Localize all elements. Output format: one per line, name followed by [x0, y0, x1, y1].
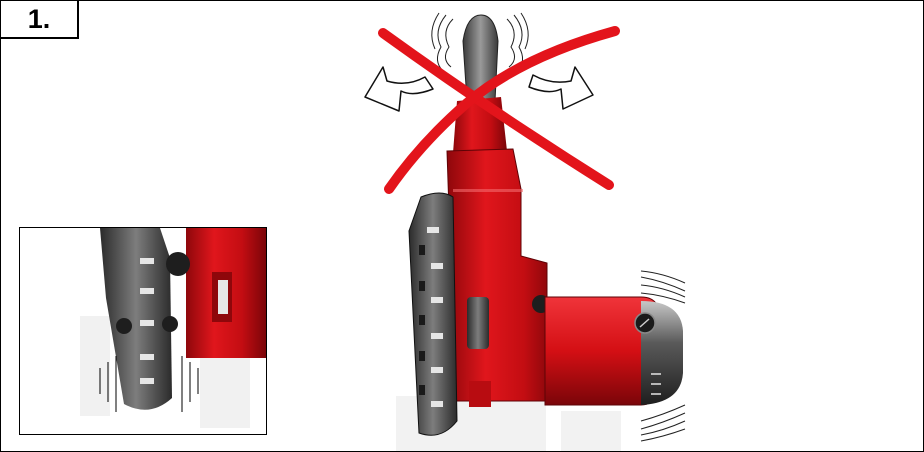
- curved-arrow-right-icon: [529, 67, 593, 109]
- curved-arrow-left-icon: [365, 67, 433, 111]
- tool-body: [447, 149, 557, 407]
- detail-inset: [19, 227, 267, 435]
- motor-housing: [545, 297, 683, 405]
- detail-illustration: [20, 228, 266, 434]
